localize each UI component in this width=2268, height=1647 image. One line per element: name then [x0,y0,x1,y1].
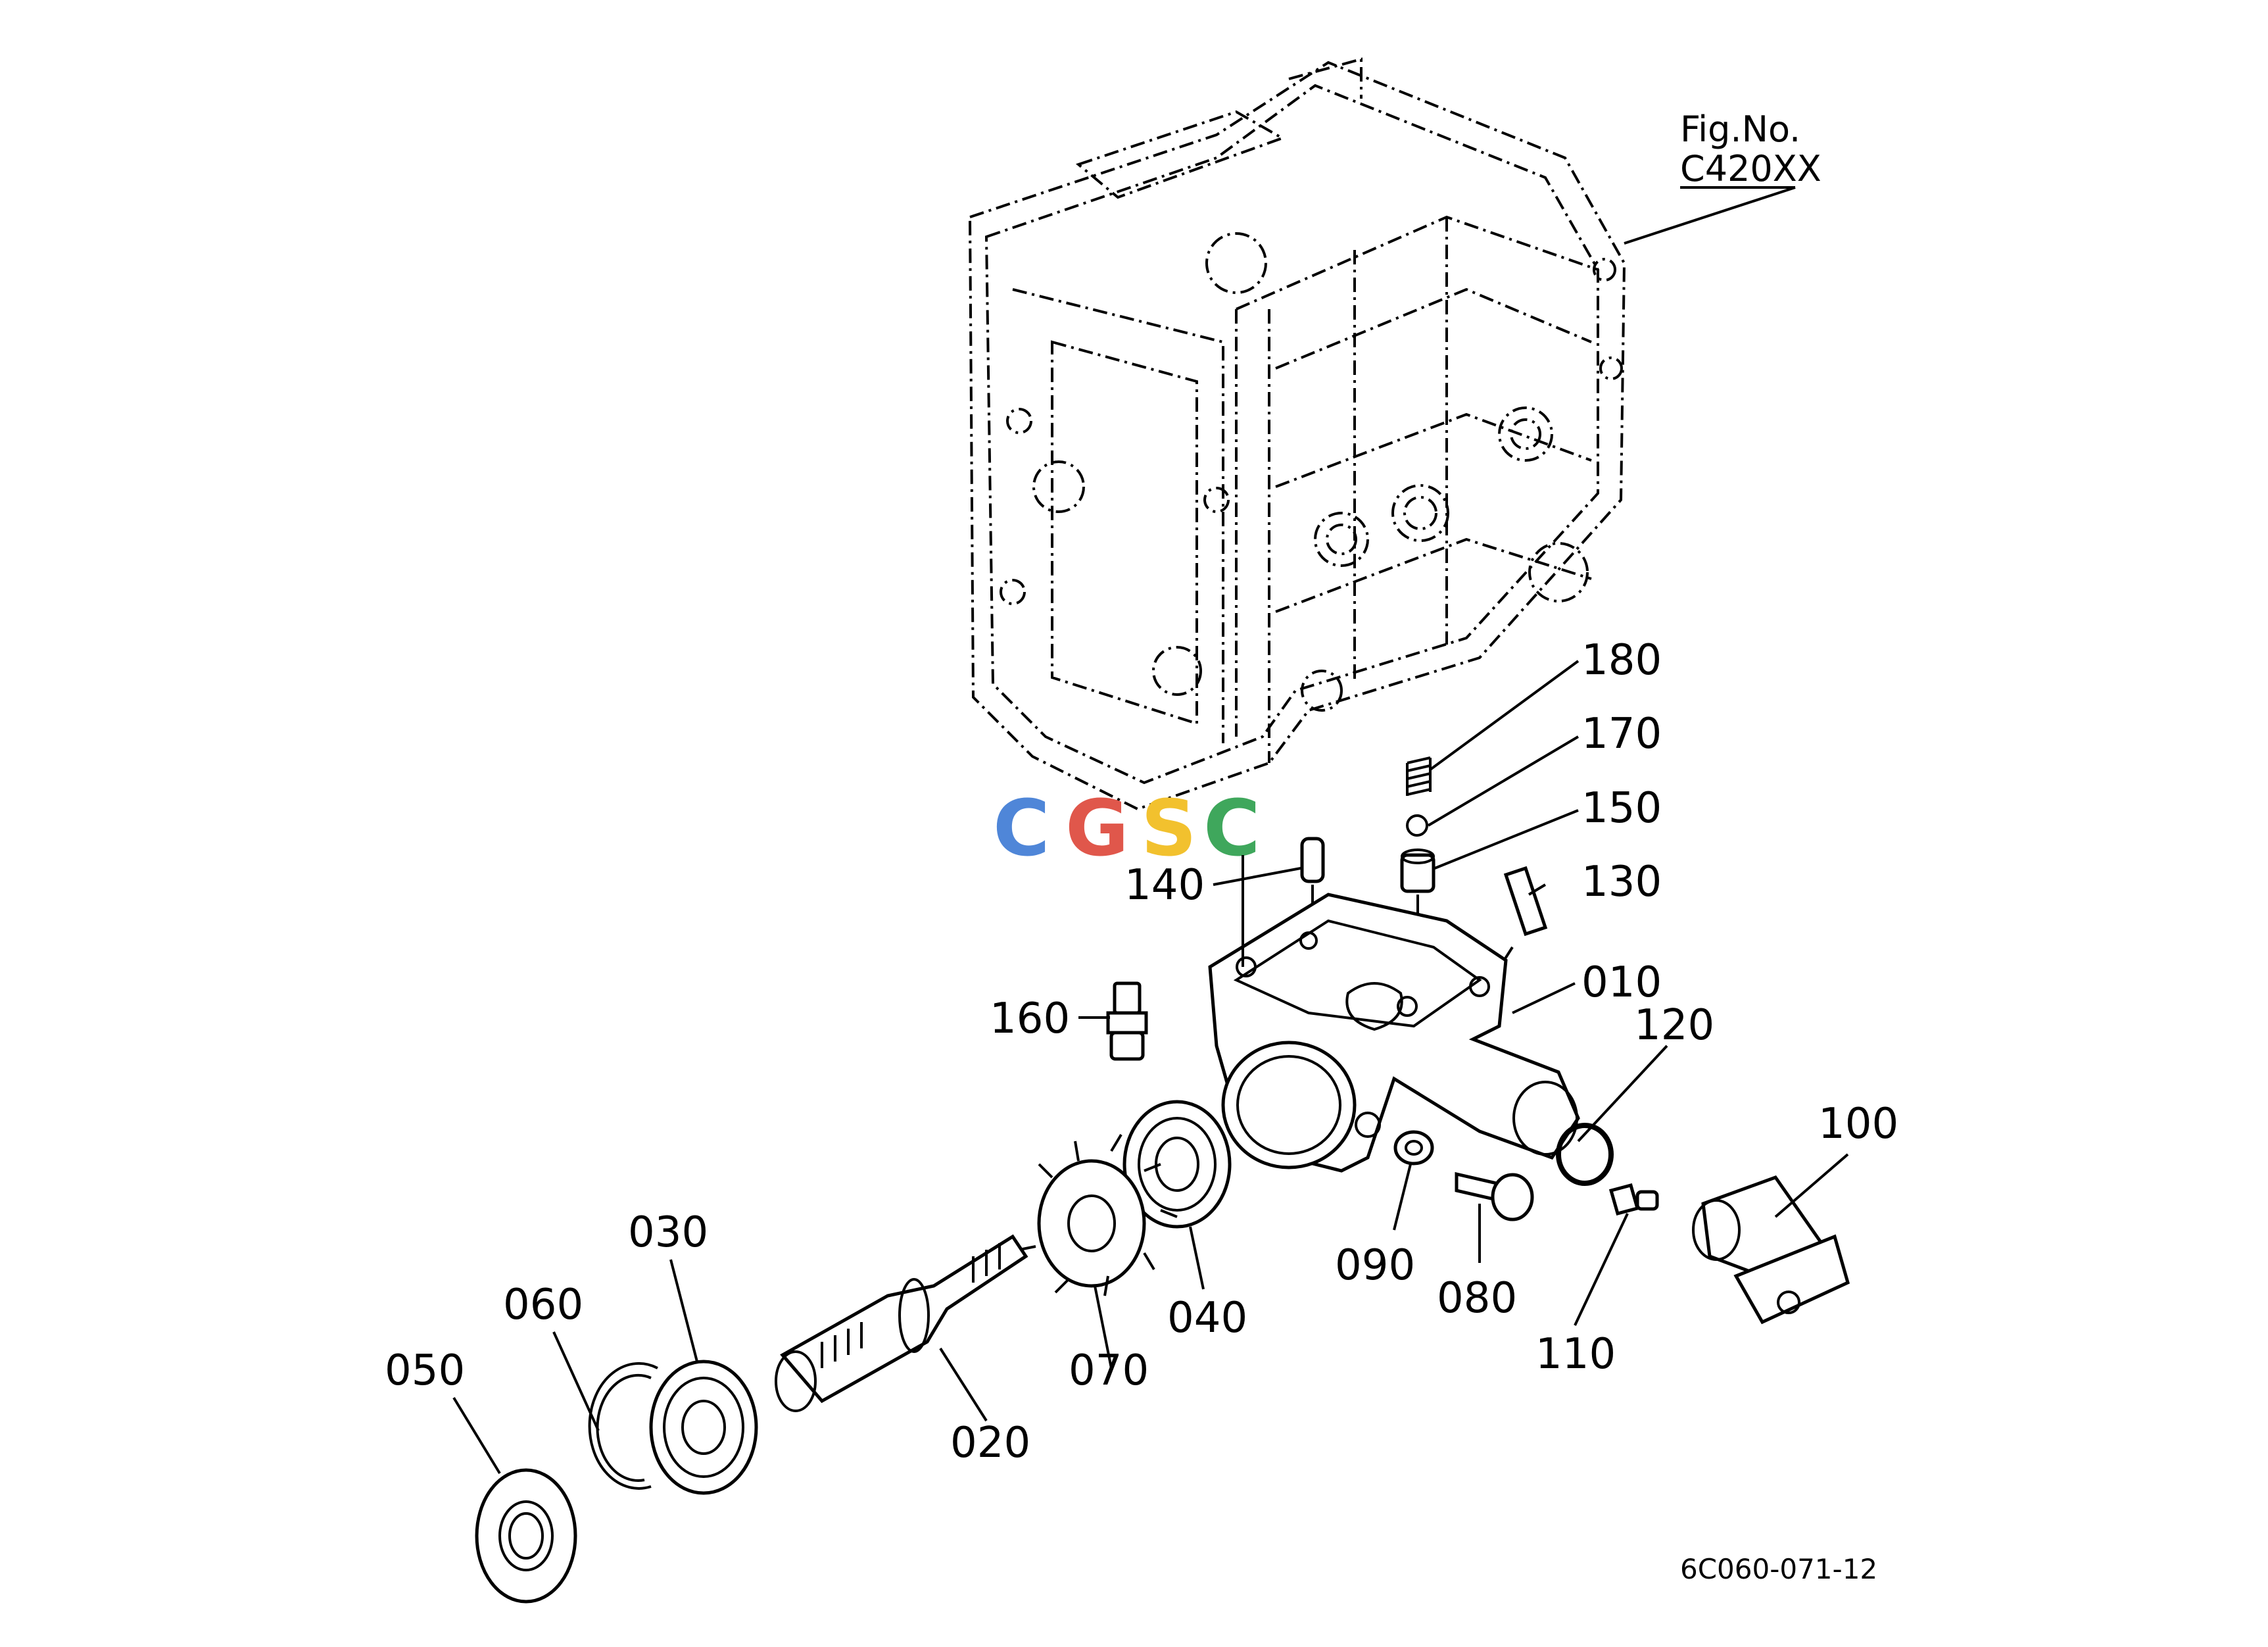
callout-150: 150 [1581,784,1662,833]
callout-170: 170 [1581,710,1662,758]
part-120-o-ring [1556,1123,1614,1186]
callout-120: 120 [1634,1001,1714,1050]
part-060-snap-ring [588,1362,658,1490]
part-110-fitting [1608,1183,1659,1216]
part-160-plug [1106,981,1148,1061]
figure-ref-line2: C420XX [1680,148,1822,189]
part-180-spring [1406,756,1432,796]
callout-080: 080 [1437,1274,1517,1323]
callout-160: 160 [990,995,1070,1043]
part-070-gear [1019,1133,1178,1296]
part-080-bolt [1455,1171,1534,1221]
watermark-letter-c2: C [1203,783,1261,873]
callout-180: 180 [1581,636,1662,685]
watermark-letter-g: G [1065,783,1129,873]
part-170-ball [1406,814,1428,837]
callout-140: 140 [1124,861,1205,910]
part-030-bearing [649,1360,758,1495]
leader-lines [452,186,1849,1475]
callout-030: 030 [628,1208,708,1257]
callout-020: 020 [950,1419,1030,1467]
callout-090: 090 [1335,1241,1415,1290]
part-090-washer [1393,1130,1434,1166]
callout-110: 110 [1535,1330,1616,1379]
watermark-letter-c1: C [993,783,1050,873]
callout-040: 040 [1167,1294,1247,1342]
callout-060: 060 [503,1281,583,1329]
transmission-case-outline [968,57,1626,811]
callout-010: 010 [1581,958,1662,1007]
part-100-actuator [1692,1175,1850,1325]
watermark-letter-s: S [1141,783,1197,873]
callout-050: 050 [385,1346,465,1395]
callout-130: 130 [1581,858,1662,906]
drawing-code: 6C060-071-12 [1680,1553,1877,1585]
figure-ref-line1: Fig.No. [1680,109,1800,150]
callout-100: 100 [1818,1100,1898,1148]
part-040-bearing [1122,1100,1232,1229]
watermark-logo: C G S C [993,783,1261,873]
part-010-housing [1208,893,1580,1173]
callout-070: 070 [1069,1346,1149,1395]
part-020-shaft [775,1234,1028,1412]
part-050-oil-seal [475,1468,577,1604]
